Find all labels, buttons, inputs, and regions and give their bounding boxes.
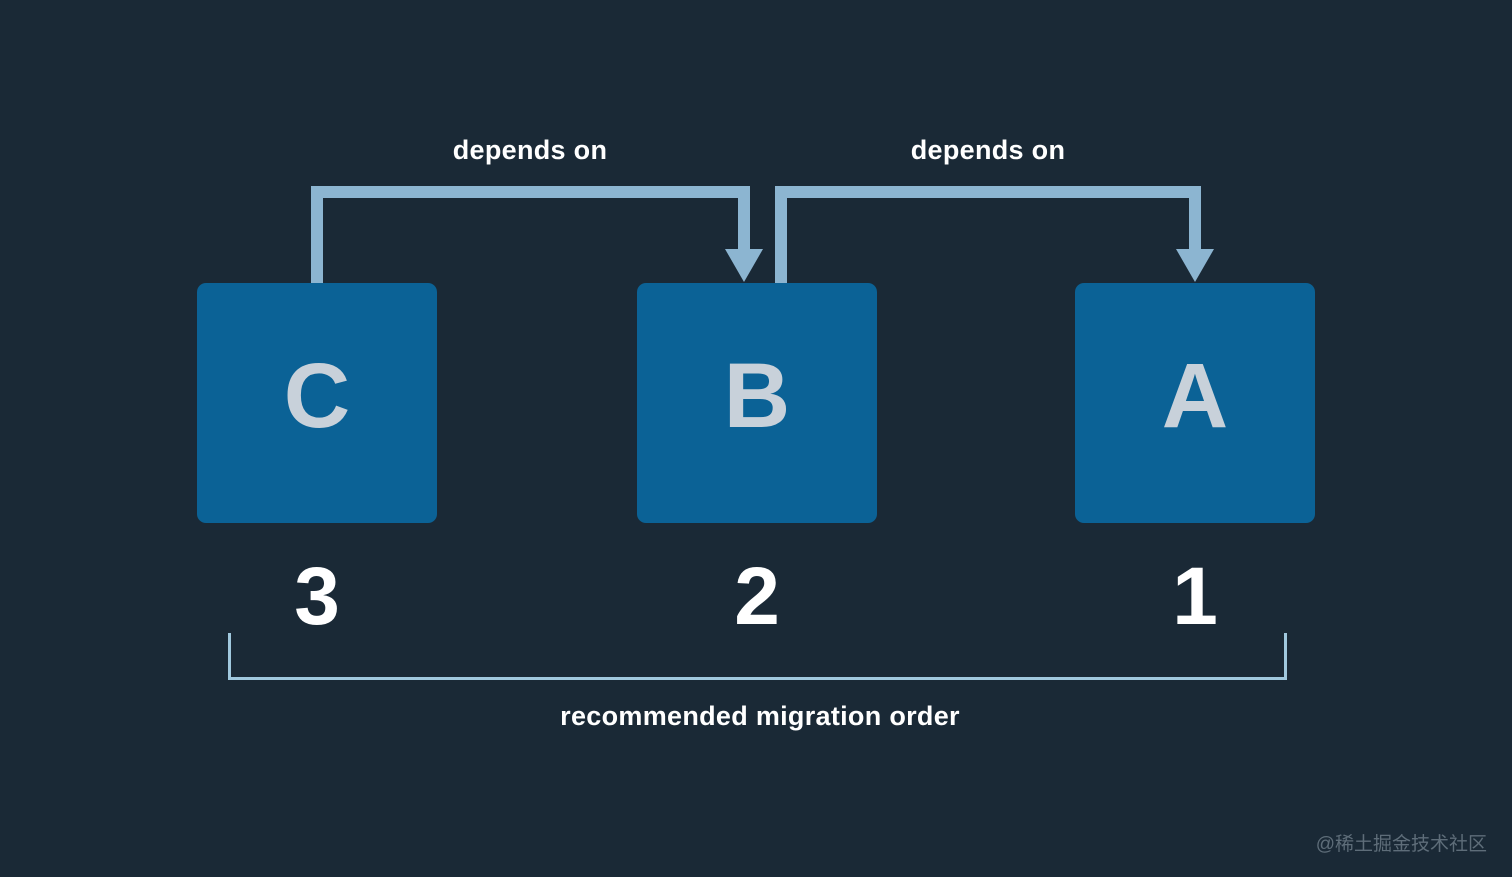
order-number-a: 1 — [1172, 551, 1218, 642]
order-number-c: 3 — [294, 551, 340, 642]
module-letter-a: A — [1161, 345, 1229, 447]
module-box-c: C — [197, 283, 437, 523]
migration-order-label: recommended migration order — [560, 701, 960, 731]
arrowhead-icon — [1176, 249, 1214, 282]
depends-on-label-c-b: depends on — [452, 135, 608, 165]
arrow-down-segment — [738, 186, 750, 250]
module-letter-c: C — [283, 345, 351, 447]
module-box-a: A — [1075, 283, 1315, 523]
depends-on-label-b-a: depends on — [910, 135, 1066, 165]
watermark-text: @稀土掘金技术社区 — [1315, 834, 1487, 855]
order-number-b: 2 — [734, 551, 780, 642]
arrow-horizontal-segment — [311, 186, 750, 198]
arrow-down-segment — [1189, 186, 1201, 250]
arrow-up-segment — [311, 186, 323, 283]
module-box-b: B — [637, 283, 877, 523]
arrowhead-icon — [725, 249, 763, 282]
module-letter-b: B — [723, 345, 791, 447]
migration-order-bracket — [228, 633, 1287, 680]
arrow-up-segment — [775, 186, 787, 283]
arrow-horizontal-segment — [775, 186, 1201, 198]
